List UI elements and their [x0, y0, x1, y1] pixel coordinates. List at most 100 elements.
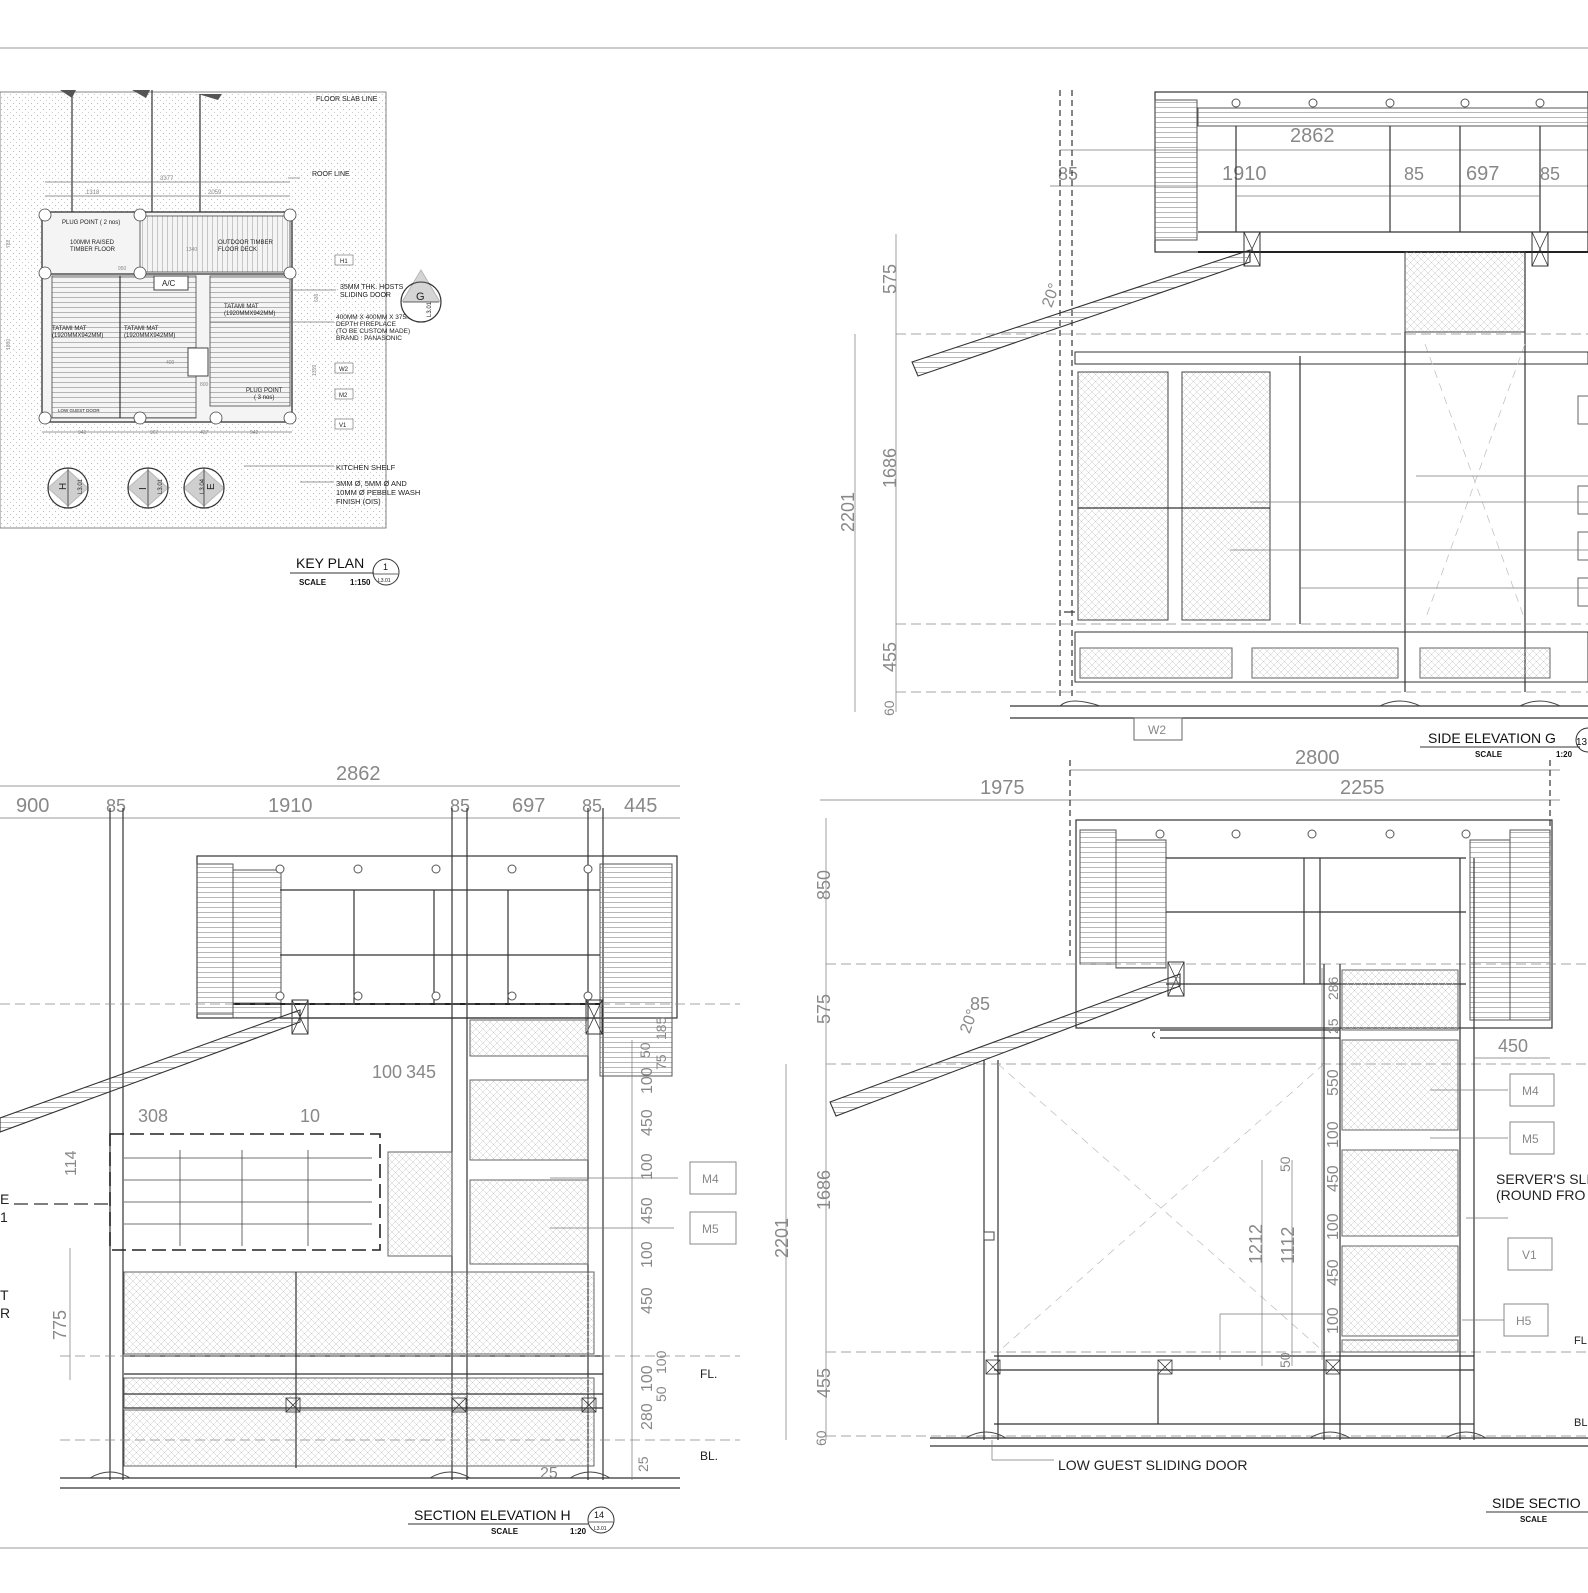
seh-tag-m4: M4: [702, 1172, 719, 1186]
seh-dim-r50: 50: [637, 1042, 653, 1058]
key-plan-scale-value: 1:150: [350, 578, 371, 587]
dim-1340: 1340: [186, 247, 197, 253]
roof-line-label: ROOF LINE: [312, 171, 350, 178]
outdoor-deck-label-1: OUTDOOR TIMBER: [218, 240, 274, 246]
plug-point-3-label-1: PLUG POINT: [246, 388, 283, 394]
ss-dim-r550: 550: [1325, 1069, 1342, 1096]
side-elevation-g: 2862 85 1910 85 697 85 20° 575: [838, 90, 1588, 759]
marker-h-letter: H: [58, 483, 69, 490]
dim-1800: 1800: [6, 339, 12, 350]
section-marker-e: E L3.04: [183, 467, 225, 509]
seg-dim-85a: 85: [1058, 164, 1078, 184]
outdoor-deck: [139, 215, 291, 273]
ss-rafter-circles: [1155, 829, 1471, 839]
section-elevation-h: 2862 900 85 1910 85 697 85 445: [0, 763, 740, 1536]
dim-782: 782: [6, 239, 12, 248]
ss-dim-r450a: 450: [1325, 1165, 1342, 1192]
pebble-label-1: 3MM Ø, 5MM Ø AND: [336, 479, 407, 488]
seg-dim-697: 697: [1466, 163, 1499, 185]
fireplace-label-3: (TO BE CUSTOM MADE): [336, 328, 410, 335]
seh-dim-r100d: 100: [639, 1365, 656, 1392]
seh-dim-775: 775: [50, 1310, 70, 1340]
ss-dim-r450b: 450: [1325, 1259, 1342, 1286]
tatami-left-label-2: (1920MMX942MM): [52, 333, 103, 339]
floor-slab-line-label: FLOOR SLAB LINE: [316, 96, 378, 103]
side-elevation-g-scale-value: 1:20: [1556, 750, 1573, 759]
marker-i-sheet: L3.01: [158, 478, 164, 494]
section-elevation-h-ref: 14: [594, 1510, 604, 1520]
side-section-scale-label: SCALE: [1520, 1515, 1548, 1524]
marker-e-sheet: L3.04: [200, 478, 206, 494]
seh-dim-r75: 75: [653, 1054, 669, 1070]
low-guest-door-label: LOW GUEST DOOR: [58, 408, 100, 413]
ss-dim-850: 850: [814, 870, 834, 900]
ss-dim-1212: 1212: [1246, 1224, 1266, 1264]
marker-g-letter: G: [416, 291, 425, 303]
seg-dim-2862: 2862: [1290, 125, 1335, 147]
seh-cut-label-4: R: [0, 1305, 10, 1321]
ss-tag-m4: M4: [1522, 1084, 1539, 1098]
ss-level-bl: BL: [1574, 1417, 1587, 1429]
key-plan-ref-sheet: L3.01: [378, 578, 391, 584]
ss-dim-r100b: 100: [1325, 1213, 1342, 1240]
seg-roof-cladding: [1154, 99, 1198, 241]
raised-floor-label-2: TIMBER FLOOR: [70, 247, 116, 253]
seg-dim-455: 455: [880, 642, 900, 672]
plug-point-3-label-2: ( 3 nos): [254, 395, 274, 401]
seg-rafter-circles: [1231, 98, 1545, 108]
seh-dim-r25: 25: [635, 1456, 651, 1472]
flag-icon: [60, 90, 76, 98]
ss-dim-575: 575: [814, 994, 834, 1024]
side-elevation-g-scale-label: SCALE: [1475, 750, 1503, 759]
seg-tag-w2: W2: [1148, 723, 1166, 737]
ss-sloped-roof: [829, 973, 1181, 1117]
dim-1318: 1318: [86, 190, 100, 196]
ss-dim-2201: 2201: [772, 1218, 792, 1258]
marker-h-sheet: L3.01: [78, 478, 84, 494]
seh-cut-label-3: T: [0, 1287, 9, 1303]
key-plan-ref-circle: [372, 558, 400, 586]
dim-942a: 942: [78, 430, 87, 436]
seh-dim-85a: 85: [106, 796, 126, 816]
seg-dim-575: 575: [880, 264, 900, 294]
sliding-door-label-2: SLIDING DOOR: [340, 292, 391, 299]
fireplace: [187, 347, 209, 377]
section-marker-i: I L3.01: [127, 467, 169, 509]
section-elevation-h-sheet: L3.01: [594, 1526, 607, 1532]
seg-sloped-roof: [911, 249, 1251, 377]
seh-rafter-circles: [275, 864, 593, 1001]
dim-400: 400: [166, 360, 175, 366]
seh-joist-marks: [285, 1397, 597, 1413]
ss-level-fl: FL: [1574, 1335, 1587, 1347]
tag-v1: V1: [339, 423, 347, 429]
seh-dim-697: 697: [512, 795, 545, 817]
pebble-label-3: FINISH (OIS): [336, 497, 381, 506]
tag-h1: H1: [340, 259, 348, 265]
tag-m2: M2: [339, 393, 348, 399]
ss-dim-50a: 50: [1277, 1156, 1293, 1172]
seh-dim-100: 100: [372, 1062, 402, 1082]
fireplace-label-4: BRAND : PANASONIC: [336, 335, 402, 342]
ss-tag-m5: M5: [1522, 1132, 1539, 1146]
key-plan: FLOOR SLAB LINE ROOF LINE A/C 3377 1318: [0, 90, 442, 587]
seg-dim-85c: 85: [1540, 164, 1560, 184]
sliding-door-label-1: 35MM THK. HOSTS: [340, 284, 404, 291]
dim-800: 800: [200, 382, 209, 388]
seh-kitchen-shelf-box: [109, 1133, 381, 1251]
seh-dim-85c: 85: [582, 796, 602, 816]
raised-floor-label-1: 100MM RAISED: [70, 240, 115, 246]
ss-dim-1112: 1112: [1278, 1227, 1298, 1264]
seh-dim-114: 114: [63, 1150, 80, 1176]
dim-427: 427: [200, 430, 209, 436]
plug-point-2-label: PLUG POINT ( 2 nos): [62, 220, 120, 226]
fireplace-label-1: 400MM X 400MM X 375MM: [336, 314, 417, 321]
ss-dim-450: 450: [1498, 1036, 1528, 1056]
flag-icon: [132, 90, 150, 98]
section-marker-h: H L3.01: [47, 467, 89, 509]
ss-dim-2800: 2800: [1295, 747, 1340, 769]
key-plan-ref-number: 1: [383, 562, 388, 572]
seh-dim-r100a: 100: [639, 1067, 656, 1094]
seh-dim-r100c: 100: [639, 1241, 656, 1268]
seg-shoji-panel-1: [1077, 371, 1169, 621]
seh-cut-label-2: 1: [0, 1209, 8, 1225]
